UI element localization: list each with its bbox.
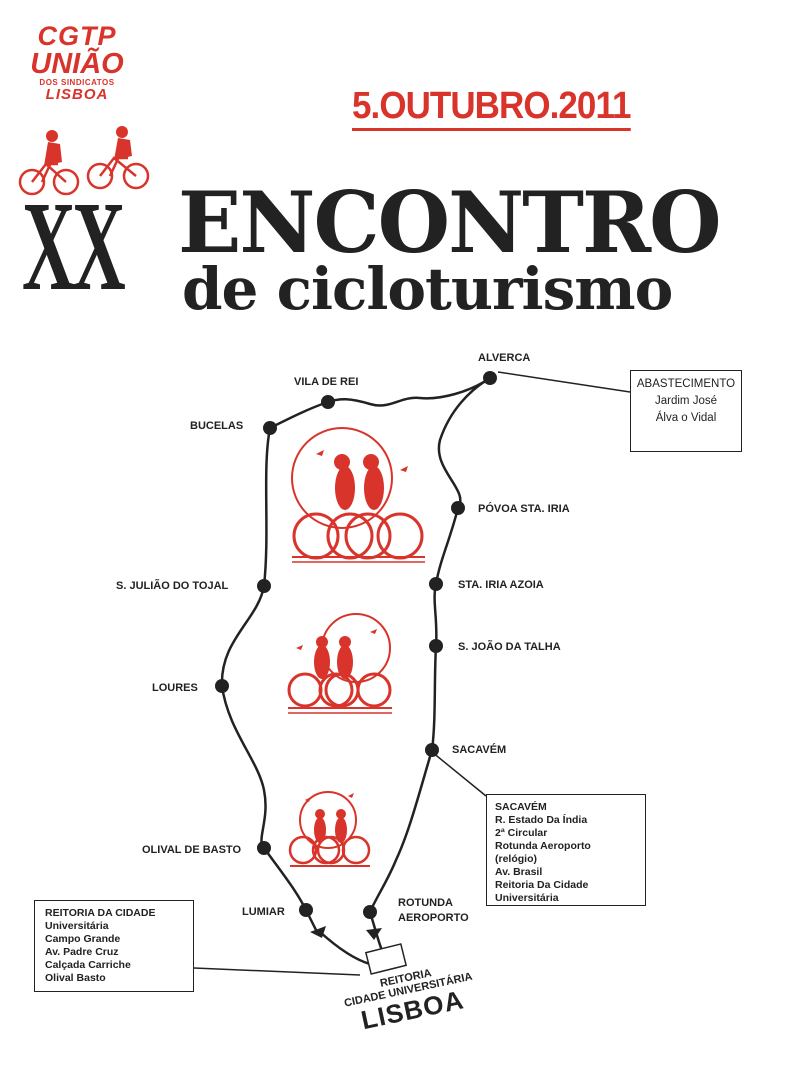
stop-label: PÓVOA STA. IRIA: [478, 503, 570, 515]
stop-label-rotunda: ROTUNDA AEROPORTO: [398, 896, 469, 926]
cyclists-icon: [18, 126, 150, 196]
logo-cgtp: CGTP: [37, 21, 117, 51]
route-line: Universitária: [45, 920, 109, 932]
supply-box: ABASTECIMENTO Jardim José Álva o Vidal: [630, 370, 742, 452]
route-line: Olival Basto: [45, 972, 106, 984]
route-line: Av. Brasil: [495, 866, 543, 878]
stop-label: S. JULIÃO DO TOJAL: [116, 580, 229, 592]
supply-line: Jardim José: [655, 395, 717, 407]
route-line: 2ª Circular: [495, 827, 548, 839]
title-encontro: ENCONTRO: [178, 173, 722, 272]
route-line: Campo Grande: [45, 933, 121, 945]
stop-label-line: AEROPORTO: [398, 912, 469, 924]
logo-lisboa: LISBOA: [45, 86, 109, 103]
cgtp-logo: CGTP UNIÃO DOS SINDICATOS LISBOA: [22, 22, 132, 102]
route-line: Rotunda Aeroporto: [495, 840, 591, 852]
route-line: (relógio): [495, 853, 537, 865]
stop-label: OLIVAL DE BASTO: [142, 844, 242, 856]
stop-label: BUCELAS: [190, 420, 244, 432]
event-date: 5.OUTUBRO.2011: [352, 85, 631, 131]
title-cicloturismo: de cicloturismo: [182, 255, 673, 323]
cyclists-illustration-3: [288, 791, 371, 867]
stop-label: SACAVÉM: [452, 744, 507, 756]
cyclists-illustration-1: [291, 427, 425, 563]
route-line: Av. Padre Cruz: [45, 946, 119, 958]
stop-label: ALVERCA: [478, 352, 531, 364]
logo-sindicatos: DOS SINDICATOS: [39, 78, 115, 87]
supply-line: Álva o Vidal: [655, 412, 717, 424]
stop-label-line: ROTUNDA: [398, 897, 453, 909]
route-line: Universitária: [495, 892, 559, 904]
supply-title: ABASTECIMENTO: [636, 378, 736, 390]
route-path: [220, 376, 491, 966]
route-line: SACAVÉM: [495, 801, 547, 813]
route-line: R. Estado Da Índia: [495, 814, 588, 826]
stop-label: S. JOÃO DA TALHA: [458, 641, 561, 653]
sacavem-route-box: SACAVÉM R. Estado Da Índia 2ª Circular R…: [486, 794, 646, 906]
stop-label: LUMIAR: [242, 906, 285, 918]
route-line: Reitoria Da Cidade: [495, 879, 589, 891]
logo-uniao: UNIÃO: [30, 48, 124, 80]
stop-label: STA. IRIA AZOIA: [458, 579, 544, 591]
stop-label: LOURES: [152, 682, 198, 694]
route-line: Calçada Carriche: [45, 959, 131, 971]
edition-numeral: XX: [22, 175, 126, 317]
route-line: REITORIA DA CIDADE: [45, 907, 156, 919]
reitoria-route-box: REITORIA DA CIDADE Universitária Campo G…: [34, 900, 194, 992]
stop-label: VILA DE REI: [294, 376, 359, 388]
